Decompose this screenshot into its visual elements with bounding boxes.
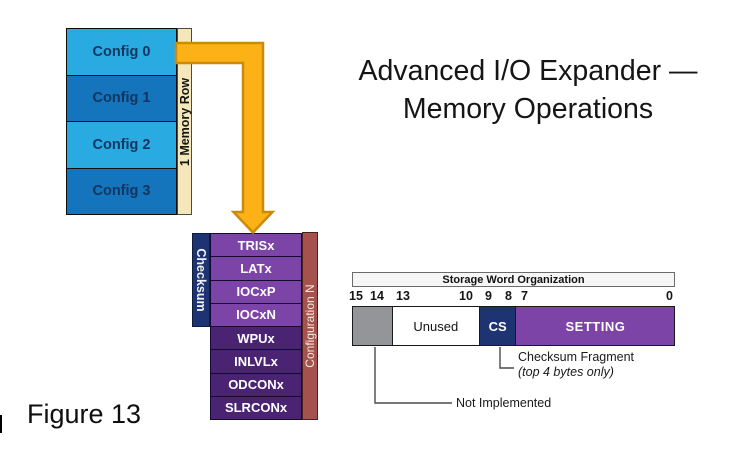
checksum-fragment-line2: (top 4 bytes only) (518, 365, 614, 379)
memory-row-label: 1 Memory Row (177, 77, 192, 166)
storage-word-title: Storage Word Organization (442, 273, 585, 286)
register-row-inlvlx: INLVLx (211, 350, 301, 374)
bit-label-15: 15 (349, 289, 363, 303)
configuration-n-strip: Configuration N (302, 232, 318, 420)
bit-label-7: 7 (521, 289, 528, 303)
config-stack: Config 0 Config 1 Config 2 Config 3 (66, 28, 177, 215)
checksum-fragment-annotation: Checksum Fragment (top 4 bytes only) (518, 350, 634, 380)
register-row-wpux: WPUx (211, 327, 301, 351)
register-row-slrconx: SLRCONx (211, 396, 301, 419)
bit-label-10: 10 (459, 289, 473, 303)
register-row-trisx: TRISx (211, 234, 301, 258)
not-implemented-annotation: Not Implemented (456, 396, 552, 410)
field-cs: CS (478, 306, 517, 346)
page-title: Advanced I/O Expander — Memory Operation… (308, 52, 745, 128)
storage-word-fields: Unused CS SETTING (352, 306, 676, 346)
memory-row-strip: 1 Memory Row (177, 28, 192, 215)
storage-word-header: Storage Word Organization (352, 272, 675, 287)
page-title-line2: Memory Operations (402, 93, 654, 125)
config-row-2: Config 2 (67, 122, 176, 169)
figure-label: Figure 13 (27, 399, 142, 429)
register-row-iocxn: IOCxN (211, 303, 301, 327)
register-stack: TRISx LATx IOCxP IOCxN WPUx INLVLx ODCON… (210, 233, 302, 420)
field-setting: SETTING (515, 306, 676, 346)
checksum-fragment-line1: Checksum Fragment (518, 350, 635, 364)
checksum-callout-line (499, 347, 514, 369)
bit-label-0: 0 (666, 289, 673, 303)
checksum-strip: Checksum (192, 233, 210, 327)
edge-artifact (0, 415, 2, 433)
field-not-implemented (352, 306, 393, 346)
field-unused: Unused (391, 306, 480, 346)
register-row-latx: LATx (211, 257, 301, 281)
config-row-3: Config 3 (67, 168, 176, 214)
configuration-n-label: Configuration N (303, 284, 317, 368)
not-implemented-callout-line (374, 347, 452, 404)
bit-label-14: 14 (370, 289, 384, 303)
register-row-odconx: ODCONx (211, 373, 301, 397)
checksum-label: Checksum (194, 248, 208, 312)
page-title-line1: Advanced I/O Expander — (358, 55, 698, 87)
register-row-iocxp: IOCxP (211, 280, 301, 304)
config-row-1: Config 1 (67, 75, 176, 122)
bit-label-8: 8 (505, 289, 512, 303)
bit-label-9: 9 (485, 289, 492, 303)
bit-label-13: 13 (396, 289, 410, 303)
config-row-0: Config 0 (67, 29, 176, 76)
